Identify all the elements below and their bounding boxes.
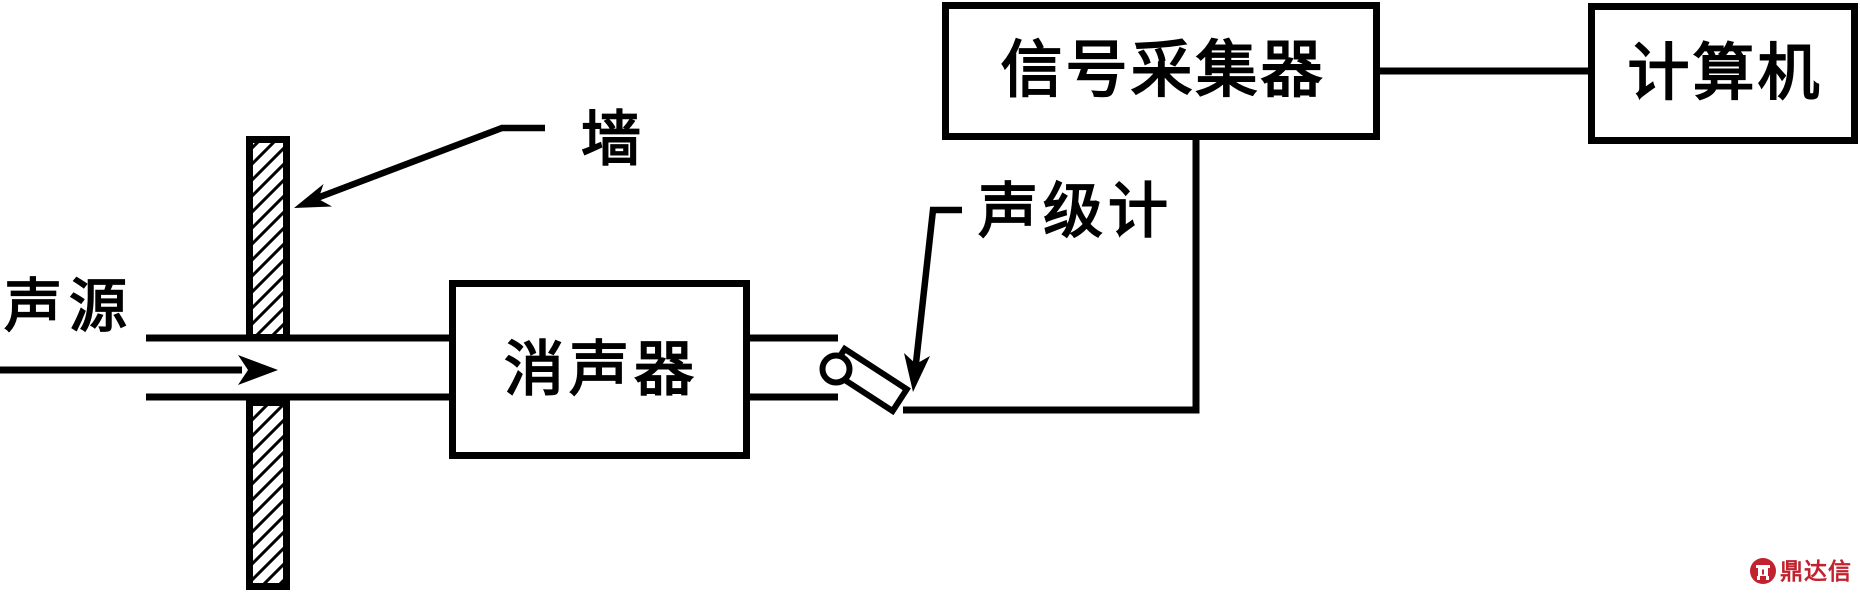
muffler-label: 消声器 bbox=[504, 336, 699, 403]
source-arrow-head-icon bbox=[238, 355, 278, 385]
meter-leader-arrow-icon bbox=[904, 353, 930, 392]
wall-label: 墙 bbox=[581, 107, 641, 173]
watermark: 鼎达信 bbox=[1749, 557, 1852, 585]
signal-collector-box: 信号采集器 bbox=[942, 2, 1380, 140]
microphone-head-icon bbox=[819, 352, 853, 386]
signal-collector-label: 信号采集器 bbox=[1000, 37, 1326, 105]
wall-lower-segment bbox=[246, 399, 290, 590]
meter-leader-line bbox=[911, 206, 962, 373]
wall-leader-arrow-icon bbox=[294, 184, 332, 208]
muffler-box: 消声器 bbox=[449, 280, 750, 459]
watermark-logo-icon bbox=[1750, 558, 1776, 584]
computer-label: 计算机 bbox=[1627, 39, 1823, 108]
wall-upper-segment bbox=[246, 136, 290, 341]
meter-to-collector-wire bbox=[903, 140, 1200, 414]
sound-level-meter-label: 声级计 bbox=[978, 179, 1173, 245]
wall-leader-line bbox=[315, 124, 545, 202]
sound-source-label: 声源 bbox=[4, 274, 135, 339]
watermark-brand-text: 鼎达信 bbox=[1780, 557, 1852, 584]
computer-box: 计算机 bbox=[1588, 3, 1858, 144]
